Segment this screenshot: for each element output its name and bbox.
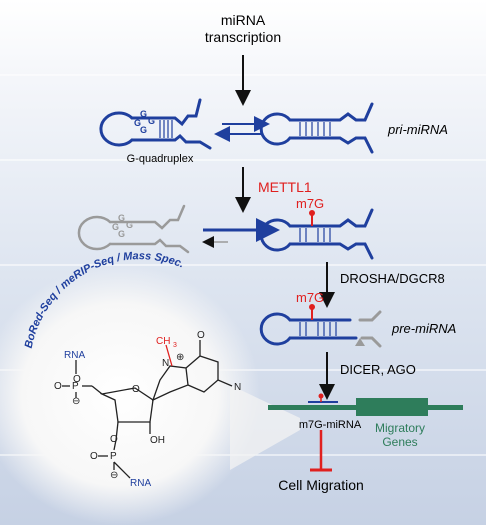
svg-text:P: P	[72, 381, 79, 392]
g-quadruplex-hairpin	[99, 98, 212, 150]
m7g-dot-2	[309, 304, 315, 310]
svg-text:G: G	[134, 118, 141, 128]
migratory-genes-label-1: Migratory	[375, 421, 425, 435]
svg-text:RNA: RNA	[130, 478, 151, 489]
transcription-label-2: transcription	[205, 29, 281, 45]
equilibrium-arrows	[214, 116, 270, 142]
svg-text:CH: CH	[156, 336, 170, 347]
svg-text:G: G	[118, 213, 125, 223]
cell-migration-label: Cell Migration	[278, 477, 364, 493]
migratory-genes-block	[356, 398, 428, 416]
g-quadruplex-stitches	[159, 120, 173, 138]
m7g-pri-mirna-hairpin	[259, 208, 374, 260]
svg-text:⊖: ⊖	[110, 470, 118, 481]
m7g-dot-1	[309, 210, 315, 216]
svg-text:RNA: RNA	[64, 350, 85, 361]
cleavage-mark	[355, 338, 365, 346]
structure-spotlight	[0, 265, 260, 525]
svg-text:G: G	[148, 116, 155, 126]
g-quadruplex-label: G-quadruplex	[127, 153, 194, 165]
gray-g-letters: G G G G	[112, 213, 133, 239]
pri-mirna-label: pri-miRNA	[387, 122, 448, 137]
mettl1-label: METTL1	[258, 179, 312, 195]
svg-text:O: O	[197, 330, 205, 341]
svg-text:O: O	[73, 374, 81, 385]
m7g-mirna-label: m7G-miRNA	[299, 419, 362, 431]
m7g-label-2: m7G	[296, 290, 324, 305]
svg-text:OH: OH	[150, 435, 165, 446]
cleaved-flanks	[358, 310, 382, 348]
svg-text:⊖: ⊖	[72, 396, 80, 407]
svg-text:O: O	[110, 434, 118, 445]
spotlight-beam	[230, 385, 300, 470]
svg-text:G: G	[112, 222, 119, 232]
svg-text:⊕: ⊕	[176, 352, 184, 363]
svg-text:N: N	[162, 358, 169, 369]
m7g-pri-stitches	[299, 228, 331, 242]
pri-mirna-hairpin	[259, 102, 374, 154]
svg-text:N: N	[234, 382, 241, 393]
m7g-structure	[62, 340, 233, 479]
pre-mirna-stitches	[299, 322, 337, 336]
transcription-label-1: miRNA	[221, 12, 266, 28]
pre-mirna-hairpin	[259, 312, 358, 346]
svg-text:P: P	[110, 451, 117, 462]
svg-text:O: O	[54, 381, 62, 392]
svg-text:O: O	[132, 384, 140, 395]
svg-text:G: G	[140, 125, 147, 135]
pre-mirna-label: pre-miRNA	[391, 321, 456, 336]
g-letters: G G G G	[134, 109, 155, 135]
svg-text:G: G	[140, 109, 147, 119]
m7g-label-1: m7G	[296, 196, 324, 211]
dicer-label: DICER, AGO	[340, 362, 416, 377]
structure-labels: RNA O P O ⊖ O OH N ⊕ CH 3 O N O P O ⊖ RN…	[54, 330, 241, 489]
svg-text:3: 3	[173, 342, 177, 349]
drosha-label: DROSHA/DGCR8	[340, 271, 445, 286]
gray-g-quadruplex	[77, 204, 190, 254]
svg-text:G: G	[118, 229, 125, 239]
svg-text:O: O	[90, 451, 98, 462]
svg-text:G: G	[126, 220, 133, 230]
pri-mirna-stitches	[299, 122, 331, 136]
migratory-genes-label-2: Genes	[382, 435, 417, 449]
